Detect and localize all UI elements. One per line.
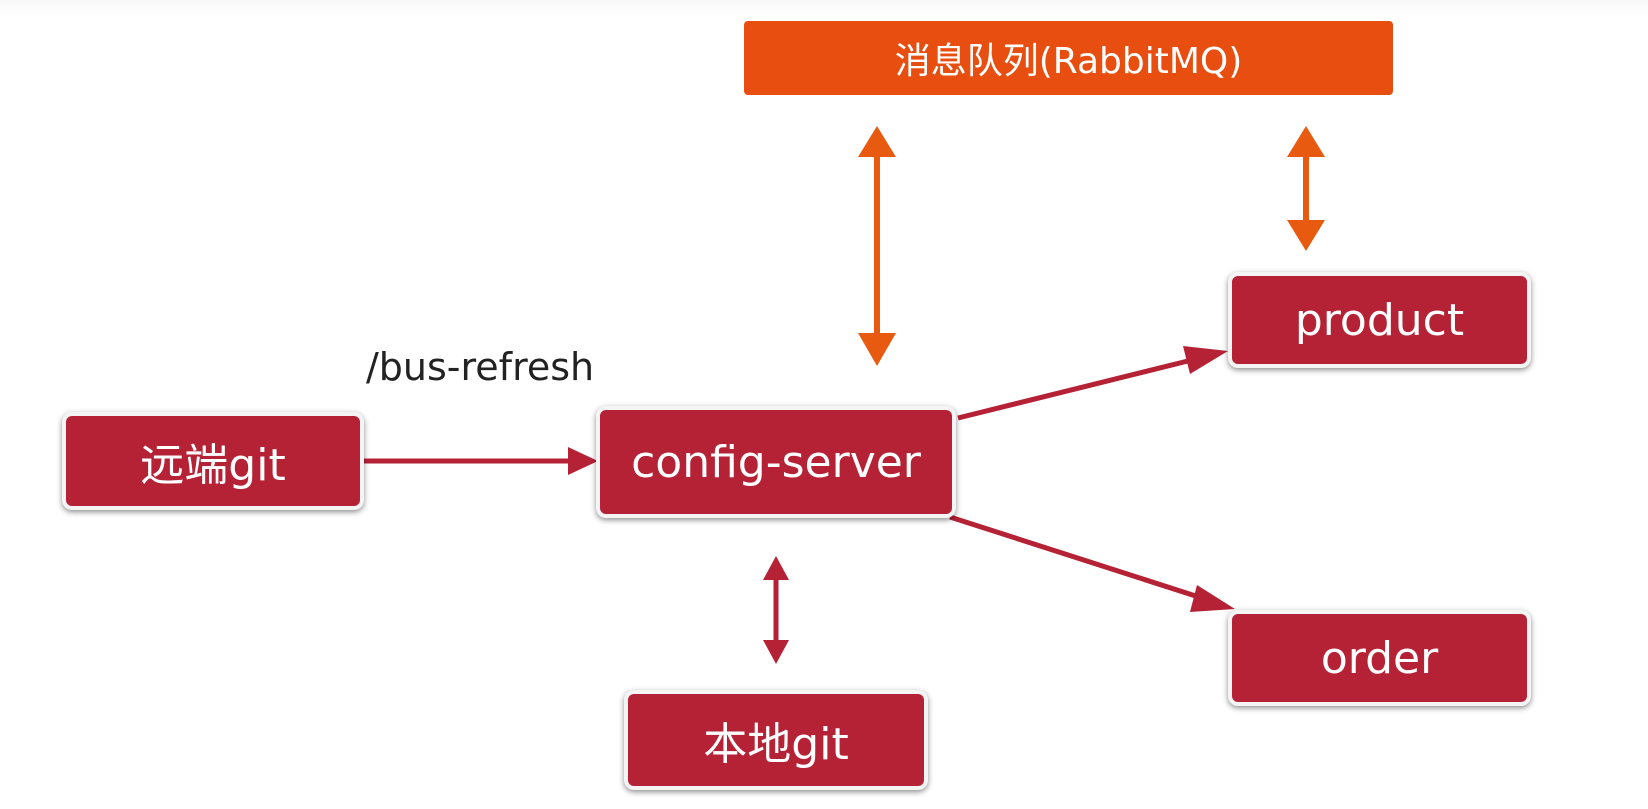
message-queue-box: 消息队列(RabbitMQ) xyxy=(744,21,1393,95)
arrow-remote-to-config xyxy=(364,447,598,475)
arrow-config-to-product xyxy=(957,346,1228,421)
local-git-label: 本地git xyxy=(703,719,849,770)
arrow-config-to-order xyxy=(949,514,1235,612)
message-queue-label: 消息队列(RabbitMQ) xyxy=(894,41,1243,82)
arrow-queue-product xyxy=(1287,126,1325,251)
remote-git-node: 远端git xyxy=(62,412,364,510)
product-node: product xyxy=(1228,272,1531,368)
remote-git-label: 远端git xyxy=(140,440,286,491)
product-label: product xyxy=(1294,294,1465,346)
order-node: order xyxy=(1228,610,1531,706)
order-label: order xyxy=(1320,632,1439,684)
local-git-node: 本地git xyxy=(624,690,928,790)
arrow-queue-config xyxy=(858,126,896,366)
config-server-label: config-server xyxy=(631,436,921,488)
edge-label-bus-refresh: /bus-refresh xyxy=(366,345,595,389)
config-server-node: config-server xyxy=(596,406,956,518)
arrow-config-local-git xyxy=(763,556,789,664)
